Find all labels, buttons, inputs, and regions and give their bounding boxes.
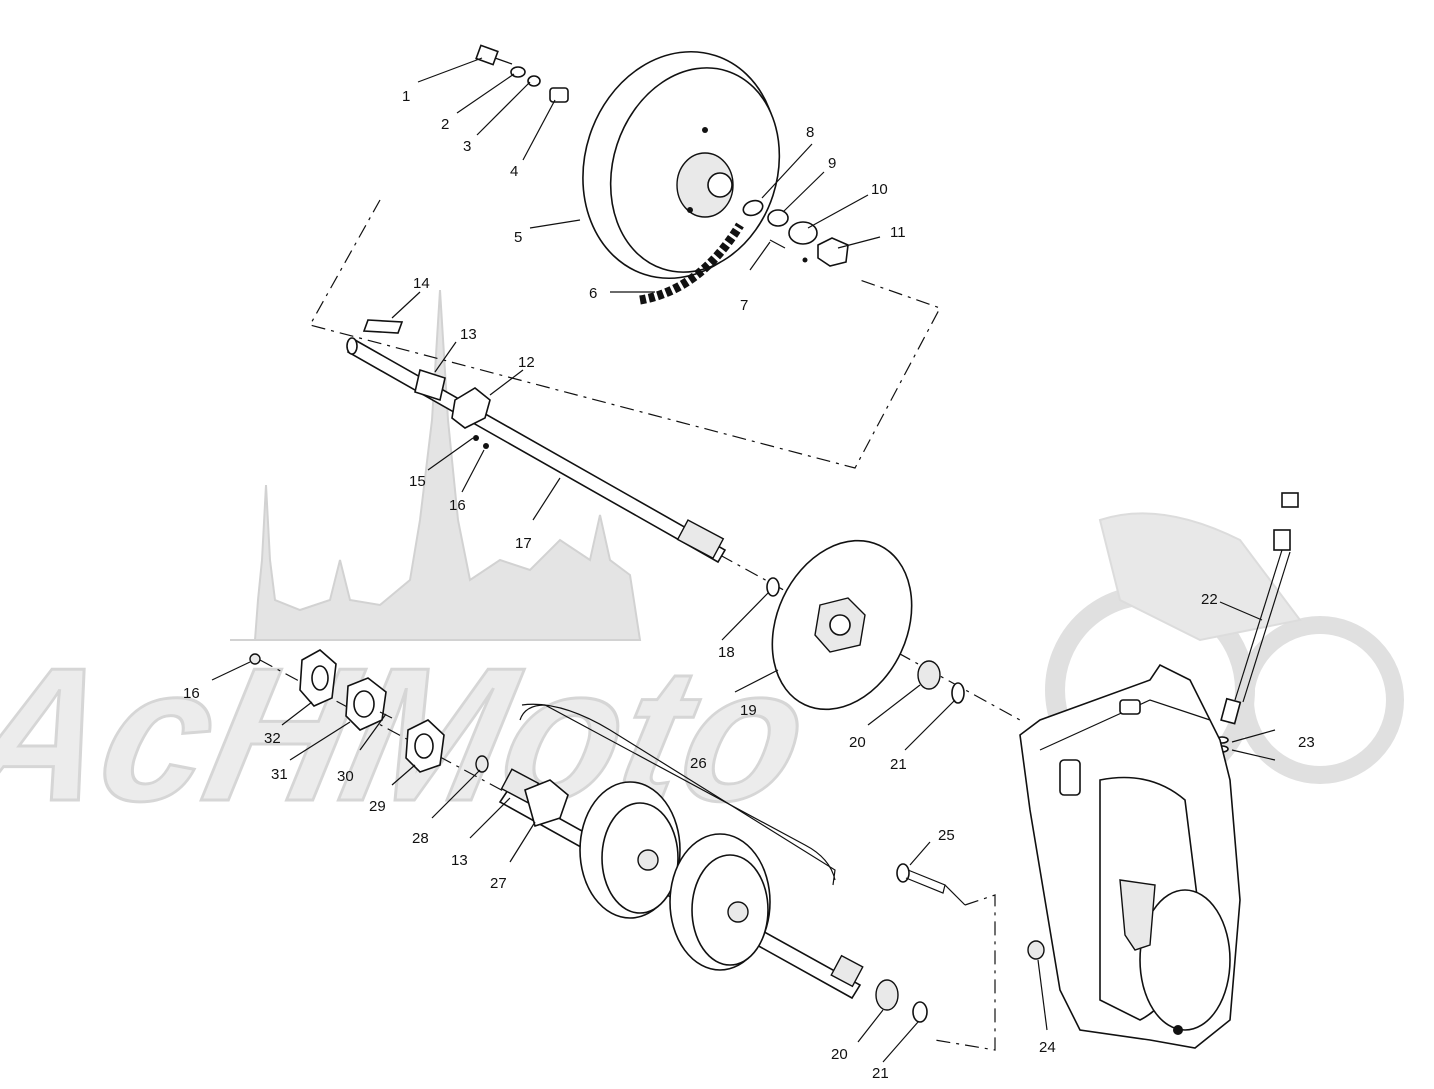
callout-31: 31 [271,766,288,783]
callout-30: 30 [337,768,354,785]
drive-chain [639,222,744,305]
callout-4: 4 [510,163,518,180]
jackshaft [346,319,727,564]
leader-lines [211,57,1276,1063]
callout-9: 9 [828,155,836,172]
callout-18: 18 [718,644,735,661]
callout-27: 27 [490,875,507,892]
callout-2: 2 [441,116,449,133]
callout-5: 5 [514,229,522,246]
callout-24: 24 [1039,1039,1056,1056]
sprocket-right [669,833,771,971]
pulley-fasteners [475,44,569,103]
callout-10: 10 [871,181,888,198]
callout-11: 11 [890,224,906,241]
lower-bearing-set [875,979,928,1023]
callout-20: 20 [849,734,866,751]
housing-fasteners [896,863,1045,960]
callout-7: 7 [740,297,748,314]
driven-pulley [582,50,781,280]
callout-17: 17 [515,535,532,552]
callout-12: 12 [518,354,535,371]
callout-22: 22 [1201,591,1218,608]
callout-21-lower: 21 [872,1065,889,1082]
callout-13: 13 [460,326,477,343]
callout-6: 6 [589,285,597,302]
upper-bearing-set [917,660,965,704]
assembly-26-bracket [519,704,836,881]
callout-20-lower: 20 [831,1046,848,1063]
callout-3: 3 [463,138,471,155]
callout-29: 29 [369,798,386,815]
callout-16-lower: 16 [183,685,200,702]
brake-disc [766,539,913,711]
lower-dashed-connector [934,894,996,1051]
callout-16: 16 [449,497,466,514]
drive-shaft-assembly [498,703,864,1000]
callout-15: 15 [409,473,426,490]
pulley-hardware [742,199,849,267]
watermark-text: AcHMoto [0,628,825,841]
decal [362,319,404,334]
callout-8: 8 [806,124,814,141]
callout-13-lower: 13 [451,852,468,869]
watermark: AcHMoto [0,289,1404,842]
callout-23: 23 [1298,734,1315,751]
callout-32: 32 [264,730,281,747]
callout-26: 26 [690,755,707,772]
sprocket-left [579,781,681,919]
chaincase-housing [1019,663,1241,1049]
callout-19: 19 [740,702,757,719]
callout-1: 1 [402,88,410,105]
upper-dashed-outline [309,199,941,469]
callout-labels: 1 2 3 4 5 6 7 8 9 10 11 12 13 14 15 16 1… [183,88,1315,1082]
callout-25: 25 [938,827,955,844]
callout-28: 28 [412,830,429,847]
callout-14: 14 [413,275,430,292]
callout-21: 21 [890,756,907,773]
